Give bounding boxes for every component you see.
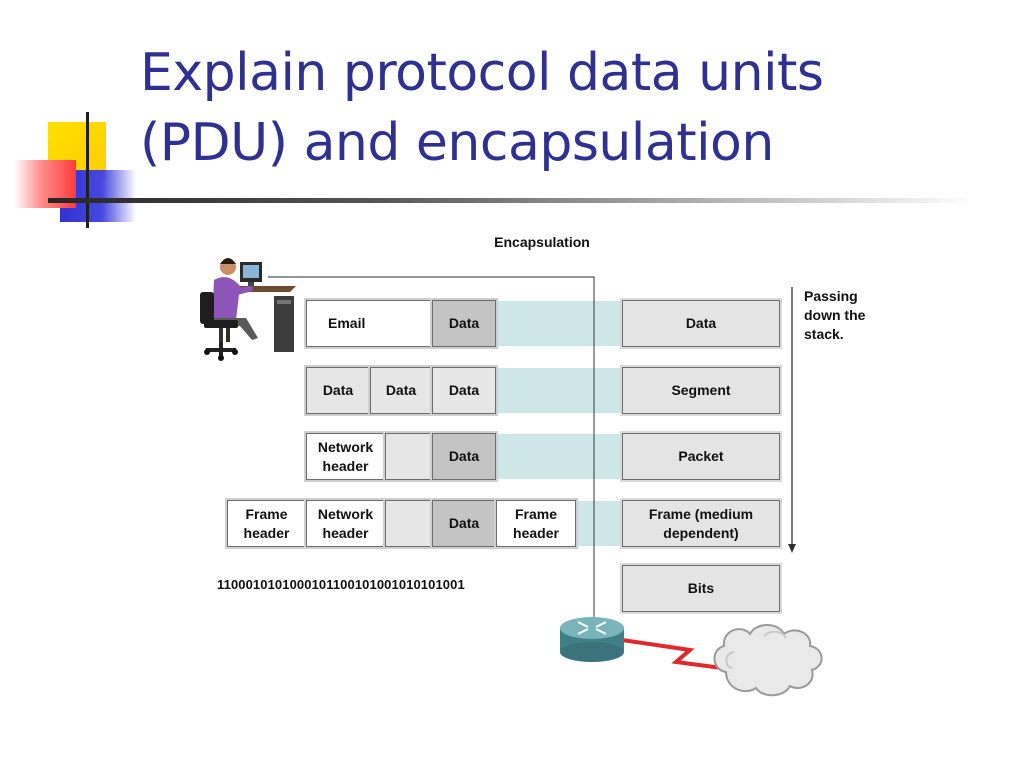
row3-empty-cell (383, 431, 434, 482)
band-row-4 (577, 501, 622, 546)
decor-vertical-line (86, 112, 89, 228)
bit-stream: 1100010101000101100101001010101001 (217, 577, 465, 592)
row2-data-cell-3: Data (430, 365, 498, 416)
side-note-line-1: Passing (804, 288, 858, 304)
side-note: Passing down the stack. (804, 287, 894, 344)
pdu-box-packet: Packet (620, 431, 782, 482)
red-link (621, 638, 723, 670)
row3-data-cell: Data (430, 431, 498, 482)
row2-data-text-2: Data (385, 382, 417, 398)
row4-frame-header-text-left: Frame header (243, 505, 290, 541)
workstation-user-icon (200, 258, 296, 361)
slide-title: Explain protocol data units (PDU) and en… (140, 38, 1000, 178)
row3-network-header-cell: Network header (304, 431, 387, 482)
row4-data-text: Data (448, 515, 480, 531)
pdu-box-bits: Bits (620, 563, 782, 614)
row2-data-cell-1: Data (304, 365, 372, 416)
row4-data-cell: Data (430, 498, 498, 549)
row4-network-header-cell: Network header (304, 498, 387, 549)
band-row-1 (497, 301, 622, 346)
pdu-label-packet: Packet (678, 448, 724, 464)
router-icon (560, 617, 624, 662)
side-note-line-3: stack. (804, 326, 844, 342)
row1-data-text: Data (448, 315, 480, 331)
title-rule (48, 198, 978, 203)
pdu-label-frame: Frame (medium dependent) (648, 505, 754, 541)
pdu-box-segment: Segment (620, 365, 782, 416)
row4-frame-header-cell-left: Frame header (225, 498, 308, 549)
band-row-3 (497, 434, 622, 479)
row3-network-header-text: Network header (317, 438, 374, 474)
row2-data-cell-2: Data (368, 365, 434, 416)
pdu-label-bits: Bits (687, 580, 715, 596)
row4-frame-header-text-right: Frame header (513, 505, 559, 541)
row1-email-text: Email (328, 315, 366, 331)
pdu-label-segment: Segment (671, 382, 731, 398)
cloud-network-icon (713, 624, 823, 697)
slide-title-line-2: (PDU) and encapsulation (140, 113, 774, 173)
row3-data-text: Data (448, 448, 480, 464)
row4-frame-header-cell-right: Frame header (494, 498, 578, 549)
row2-data-text-3: Data (448, 382, 480, 398)
diagram-heading: Encapsulation (494, 234, 590, 250)
row1-email-cell: Email (304, 298, 434, 349)
row4-network-header-text: Network header (317, 505, 374, 541)
slide-title-line-1: Explain protocol data units (140, 43, 824, 103)
row1-data-cell: Data (430, 298, 498, 349)
pdu-box-data: Data (620, 298, 782, 349)
pdu-label-data: Data (685, 315, 717, 331)
row2-data-text-1: Data (322, 382, 354, 398)
side-note-line-2: down the (804, 307, 866, 323)
stack-arrow-head (788, 544, 796, 553)
pdu-box-frame: Frame (medium dependent) (620, 498, 782, 549)
row4-empty-cell (383, 498, 434, 549)
band-row-2 (497, 368, 622, 413)
wire-workstation-router (268, 276, 595, 625)
